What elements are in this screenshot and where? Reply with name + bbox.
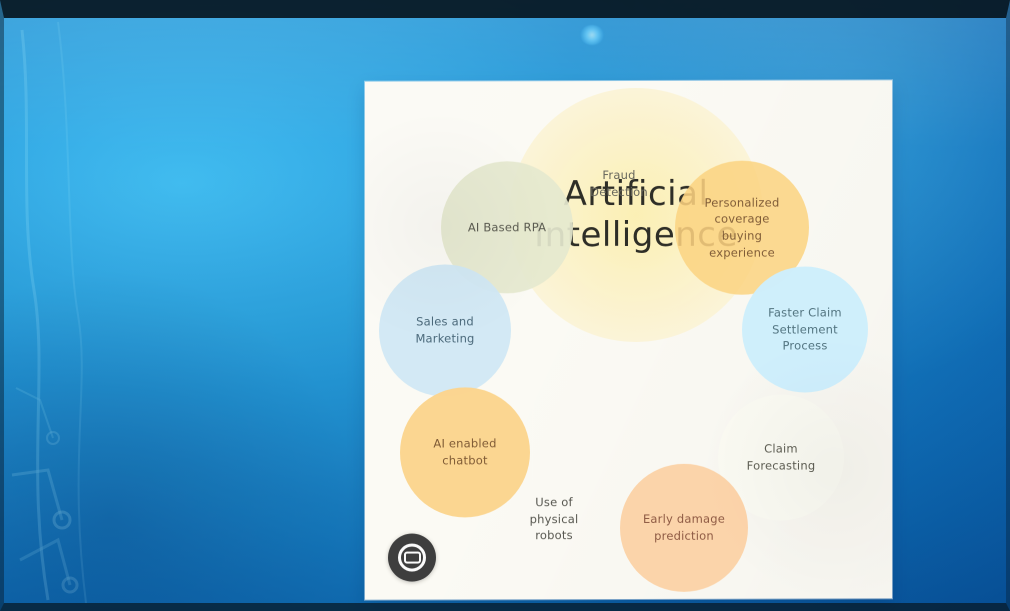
ai-chatbot-bubble: AI enabled chatbot xyxy=(400,387,530,518)
physical-robots-label: Use of physical robots xyxy=(529,495,579,543)
lens-camera-icon[interactable] xyxy=(388,533,436,582)
circuit-decoration xyxy=(11,21,87,604)
sales-marketing-bubble: Sales and Marketing xyxy=(379,264,511,397)
faster-claim-bubble: Faster Claim Settlement Process xyxy=(742,266,868,393)
fraud-detection-label: Fraud Detection xyxy=(590,168,648,200)
early-damage-bubble: Early damage prediction xyxy=(620,463,748,593)
presentation-slide: Artificial Intelligence AI Based RPA Fra… xyxy=(365,80,892,600)
camera-reflection xyxy=(580,25,604,45)
